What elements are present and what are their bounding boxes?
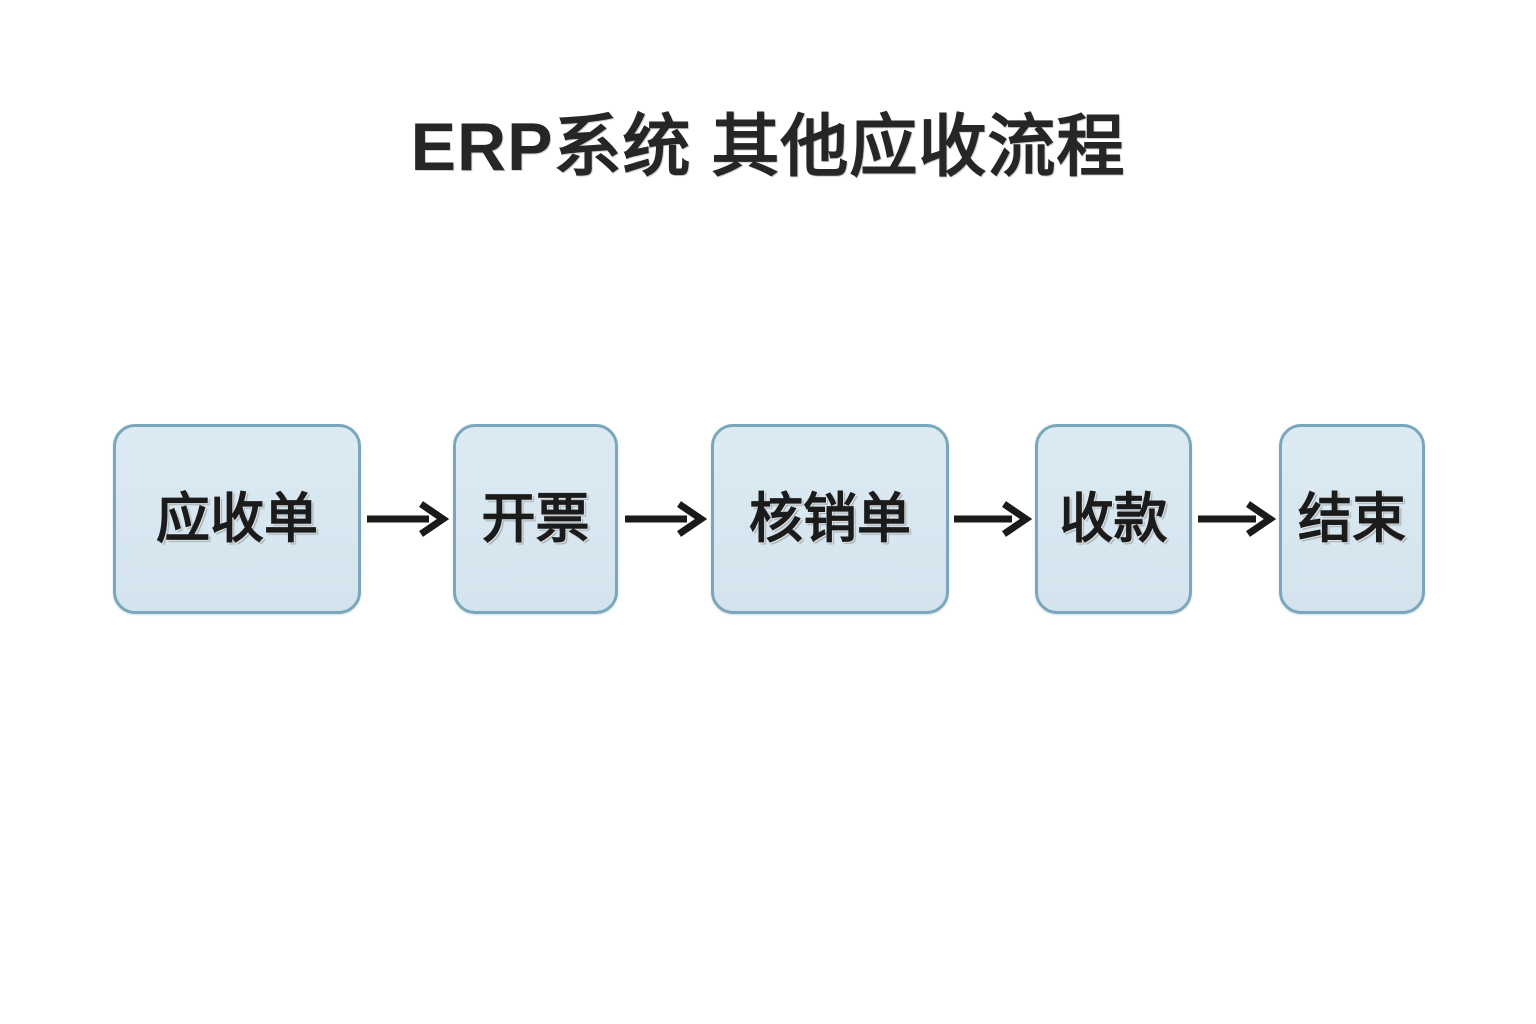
arrow-head-icon (676, 501, 707, 537)
flowchart-row: 应收单 开票 核销单 (113, 424, 1425, 614)
arrow-head-icon (1002, 501, 1033, 537)
flow-node-label: 结束 (1298, 489, 1406, 549)
flow-node-writeoff-order[interactable]: 核销单 (711, 424, 949, 614)
flow-node-payment-receipt[interactable]: 收款 (1035, 424, 1192, 614)
flow-arrow-3 (949, 424, 1035, 614)
flow-arrow-2 (618, 424, 711, 614)
flow-node-end[interactable]: 结束 (1279, 424, 1425, 614)
flow-node-invoicing[interactable]: 开票 (453, 424, 618, 614)
flow-arrow-1 (361, 424, 453, 614)
flow-node-label: 核销单 (749, 489, 911, 549)
flow-node-label: 开票 (481, 489, 590, 549)
flow-node-label: 应收单 (156, 489, 318, 549)
flow-node-receivable-order[interactable]: 应收单 (113, 424, 361, 614)
flow-arrow-4 (1192, 424, 1279, 614)
arrow-head-icon (1245, 501, 1276, 537)
flow-node-label: 收款 (1059, 489, 1168, 549)
arrow-head-icon (419, 501, 450, 537)
page-title: ERP系统 其他应收流程 (410, 109, 1126, 185)
